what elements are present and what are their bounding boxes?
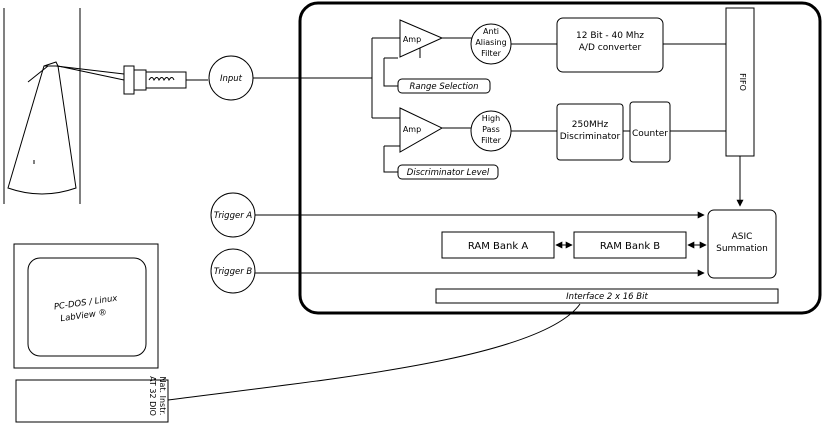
anti-aliasing-filter: Anti Aliasing Filter xyxy=(442,23,557,65)
trigger-b-label: Trigger B xyxy=(214,267,253,277)
range-selection-feedback xyxy=(383,48,421,87)
trigger-lines xyxy=(255,211,705,277)
svg-text:Filter: Filter xyxy=(481,136,502,145)
svg-text:RAM Bank B: RAM Bank B xyxy=(600,241,660,252)
svg-text:250MHz: 250MHz xyxy=(572,120,609,130)
interface-bar: Interface 2 x 16 Bit xyxy=(435,288,779,304)
daq-board-frame xyxy=(298,1,822,315)
svg-text:Pass: Pass xyxy=(482,125,500,134)
adc-block: 12 Bit - 40 Mhz A/D converter xyxy=(556,17,726,73)
range-selection-label: Range Selection xyxy=(409,82,478,92)
svg-text:Discriminator: Discriminator xyxy=(560,132,621,142)
ram-bank-b: RAM Bank B xyxy=(573,231,687,259)
svg-text:Summation: Summation xyxy=(716,244,768,254)
input-wiring xyxy=(253,37,400,119)
fifo-block: FIFO xyxy=(725,7,755,207)
trigger-a-node: Trigger A xyxy=(210,192,256,238)
amp-bottom: Amp xyxy=(399,107,444,153)
svg-text:12 Bit - 40 Mhz: 12 Bit - 40 Mhz xyxy=(576,31,644,41)
amp-bottom-label: Amp xyxy=(403,125,421,134)
range-selection-box: Range Selection xyxy=(397,78,491,94)
discriminator-level-label: Discriminator Level xyxy=(407,168,490,178)
interface-cable xyxy=(167,303,581,401)
input-node: Input xyxy=(208,55,254,101)
high-pass-filter: High Pass Filter xyxy=(442,110,557,152)
detector-assembly xyxy=(3,8,125,204)
ram-bank-a: RAM Bank A xyxy=(441,231,555,259)
svg-text:Nat. Instr.: Nat. Instr. xyxy=(158,377,167,416)
svg-text:Interface 2 x 16 Bit: Interface 2 x 16 Bit xyxy=(566,292,648,302)
svg-text:FIFO: FIFO xyxy=(738,73,747,91)
svg-text:AT 32 DIO: AT 32 DIO xyxy=(148,376,157,416)
svg-text:ASIC: ASIC xyxy=(732,232,753,242)
amp-top-label: Amp xyxy=(403,35,421,44)
amp-top: Amp xyxy=(399,19,444,58)
svg-text:Filter: Filter xyxy=(481,49,502,58)
svg-text:A/D converter: A/D converter xyxy=(579,43,642,53)
pmt-connector xyxy=(123,65,208,95)
discriminator-level-box: Discriminator Level xyxy=(397,164,499,180)
trigger-b-node: Trigger B xyxy=(210,248,256,294)
asic-block: ASIC Summation xyxy=(707,209,777,279)
pc-monitor: PC-DOS / Linux LabView ® xyxy=(13,243,159,369)
svg-text:Anti: Anti xyxy=(483,27,499,36)
discriminator-block: 250MHz Discriminator xyxy=(556,103,630,161)
trigger-a-label: Trigger A xyxy=(214,211,253,221)
svg-text:High: High xyxy=(482,114,500,123)
discriminator-level-feedback xyxy=(383,145,400,173)
counter-block: Counter xyxy=(629,101,726,163)
nat-instr-card: Nat. Instr. AT 32 DIO xyxy=(15,376,169,423)
svg-text:Counter: Counter xyxy=(632,129,668,139)
svg-text:Aliasing: Aliasing xyxy=(475,38,506,47)
svg-text:RAM Bank A: RAM Bank A xyxy=(468,241,528,252)
input-label: Input xyxy=(220,74,243,84)
